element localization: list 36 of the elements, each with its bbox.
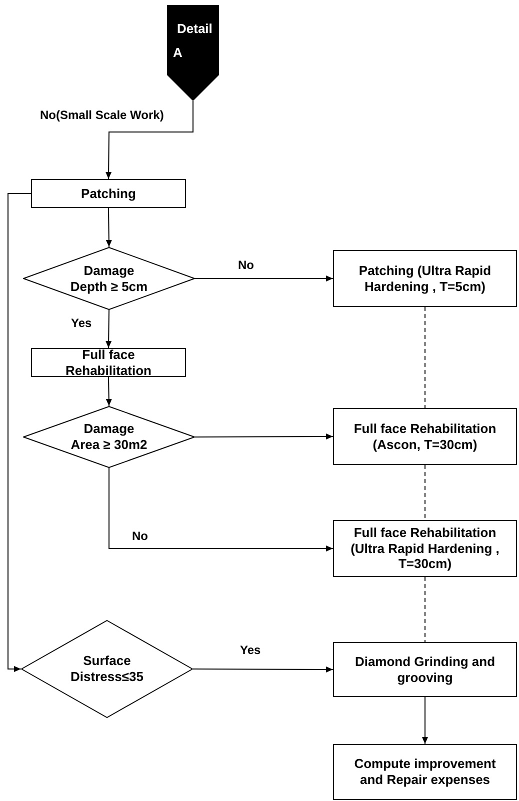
process-box (333, 408, 517, 465)
process-label: Full face Rehabilitation (Ascon, T=30cm) (352, 420, 498, 452)
process-label: Compute improvement and Repair expenses (353, 756, 497, 788)
tag-label: Detail A (173, 21, 212, 60)
decision-label: Surface Distress≤35 (70, 653, 144, 685)
edge-label: No (132, 530, 148, 542)
process-box (333, 250, 517, 307)
arrow (108, 468, 334, 552)
decision-label: Damage Depth ≥ 5cm (70, 262, 148, 294)
dashed-line (424, 576, 426, 642)
arrow (106, 310, 112, 348)
arrow (192, 666, 334, 672)
dashed-line (424, 306, 426, 408)
edge-label: No (238, 259, 254, 271)
arrow (8, 193, 32, 672)
process-label: Patching (81, 186, 136, 202)
arrow (106, 208, 112, 248)
dashed-line (424, 464, 426, 520)
arrow (106, 100, 194, 180)
process-label: Full face Rehabilitation (Ultra Rapid Hardening , T=30cm) (350, 525, 500, 572)
process-label: Full face Rehabilitation (64, 346, 152, 378)
edge-label: Yes (71, 317, 92, 329)
process-label: Patching (Ultra Rapid Hardening , T=5cm) (358, 262, 492, 294)
arrow (422, 696, 428, 744)
arrow (194, 276, 334, 282)
arrow (194, 434, 334, 440)
process-label: Diamond Grinding and grooving (354, 654, 496, 686)
decision-label: Damage Area ≥ 30m2 (70, 421, 148, 453)
process-box (333, 520, 517, 577)
process-box (333, 642, 517, 697)
edge-label: No(Small Scale Work) (40, 109, 164, 121)
arrow (106, 376, 112, 406)
process-box (31, 179, 186, 208)
edge-label: Yes (240, 644, 261, 656)
process-box (31, 348, 186, 377)
process-box (333, 744, 517, 800)
